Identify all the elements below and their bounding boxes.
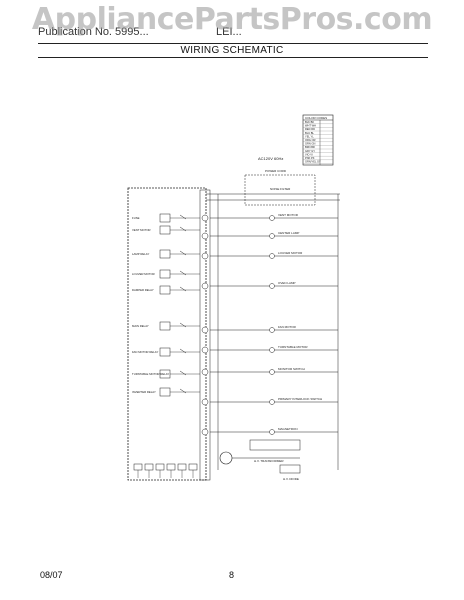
- relay-label: LOUVER MOTOR: [132, 272, 155, 276]
- load-symbol: [269, 399, 275, 405]
- watermark-text: AppliancePartsPros.com: [31, 2, 433, 37]
- relay-label: INVERTER RELAY: [132, 390, 156, 394]
- board-connector: [155, 463, 165, 471]
- load-label: FAN MOTOR: [278, 325, 297, 329]
- publication-ref: Publication No. 5995...: [38, 26, 149, 38]
- color-code-row: VIO VI: [305, 152, 313, 156]
- relay-coil: [159, 347, 171, 357]
- load-label: MONITOR SWITCH: [278, 367, 305, 371]
- relay-coil: [159, 387, 171, 397]
- load-label: OVEN LAMP: [278, 281, 296, 285]
- relay-coil: [159, 269, 171, 279]
- connector-pin: [201, 232, 209, 240]
- color-code-row: BLU BL: [305, 131, 314, 135]
- color-code-row: BRN BR: [305, 145, 315, 149]
- board-connector: [166, 463, 176, 471]
- color-code-row: ORG OR: [305, 138, 316, 142]
- load-symbol: [269, 233, 275, 239]
- connector-pin: [201, 282, 209, 290]
- load-symbol: [269, 327, 275, 333]
- load-symbol: [269, 253, 275, 259]
- board-connector: [188, 463, 198, 471]
- connector-pin: [201, 252, 209, 260]
- color-code-row: GRN GN: [305, 142, 316, 146]
- relay-coil: [159, 285, 171, 295]
- magnetron-section: H.V. TRANSFORMER H.V. DIODE: [219, 439, 301, 481]
- document-header: Publication No. 5995... LEI... WIRING SC…: [0, 0, 464, 60]
- relay-label: TURNTABLE MOTOR RELAY: [132, 372, 169, 376]
- color-code-row: RED RD: [305, 127, 315, 131]
- load-label: CENTER LAMP: [278, 231, 299, 235]
- relay-coil: [159, 249, 171, 259]
- connector-pin: [201, 368, 209, 376]
- color-code-row: BLK BK: [305, 120, 314, 124]
- relay-label: FAN MOTOR RELAY: [132, 350, 158, 354]
- footer-page-number: 8: [229, 570, 235, 580]
- connector-pin: [201, 428, 209, 436]
- load-label: MAGNETRON: [278, 427, 298, 431]
- color-code-row: PNK PK: [305, 156, 315, 160]
- footer-date: 08/07: [40, 570, 63, 580]
- load-symbol: [269, 283, 275, 289]
- noise-filter-box: [244, 174, 316, 206]
- load-label: PRIMARY INTERLOCK SWITCH: [278, 397, 322, 401]
- header-rule-top: [38, 43, 428, 44]
- relay-label: DAMPER RELAY: [132, 288, 154, 292]
- model-ref: LEI...: [216, 26, 242, 38]
- power-cord-label: POWER CORD: [265, 169, 287, 173]
- connector-pin: [201, 214, 209, 222]
- relay-label: VENT MOTOR: [132, 228, 151, 232]
- diode-label: H.V. DIODE: [283, 477, 299, 481]
- control-board-outline: [127, 187, 207, 481]
- load-symbol: [269, 429, 275, 435]
- board-connector: [133, 463, 143, 471]
- color-code-row: YEL YL: [305, 134, 314, 138]
- load-symbol: [269, 369, 275, 375]
- relay-coil: [159, 225, 171, 235]
- color-code-table-header: COLOR CODES: [305, 116, 327, 120]
- load-label: VENT MOTOR: [278, 213, 299, 217]
- connector-pin: [201, 346, 209, 354]
- color-code-row: GRN/YEL GY: [305, 160, 321, 164]
- connector-strip: [199, 189, 211, 481]
- noise-filter-label: NOISE FILTER: [270, 187, 291, 191]
- board-connector: [144, 463, 154, 471]
- relay-label: LAMP RELAY: [132, 252, 149, 256]
- relay-label: MAIN RELAY: [132, 324, 149, 328]
- color-code-row: WHT WH: [305, 124, 316, 128]
- relay-coil: [159, 213, 171, 223]
- transformer-label: H.V. TRANSFORMER: [254, 459, 284, 463]
- color-code-row: GRY GY: [305, 149, 315, 153]
- board-connector: [177, 463, 187, 471]
- load-label: TURNTABLE MOTOR: [278, 345, 308, 349]
- section-title: WIRING SCHEMATIC: [180, 45, 284, 56]
- connector-pin: [201, 326, 209, 334]
- load-symbol: [269, 347, 275, 353]
- load-symbol: [269, 215, 275, 221]
- relay-coil: [159, 321, 171, 331]
- relay-label: FUSE: [132, 216, 140, 220]
- load-label: LOUVER MOTOR: [278, 251, 303, 255]
- connector-pin: [201, 398, 209, 406]
- supply-label: AC120V 60Hz: [258, 156, 283, 161]
- header-rule-bottom: [38, 57, 428, 58]
